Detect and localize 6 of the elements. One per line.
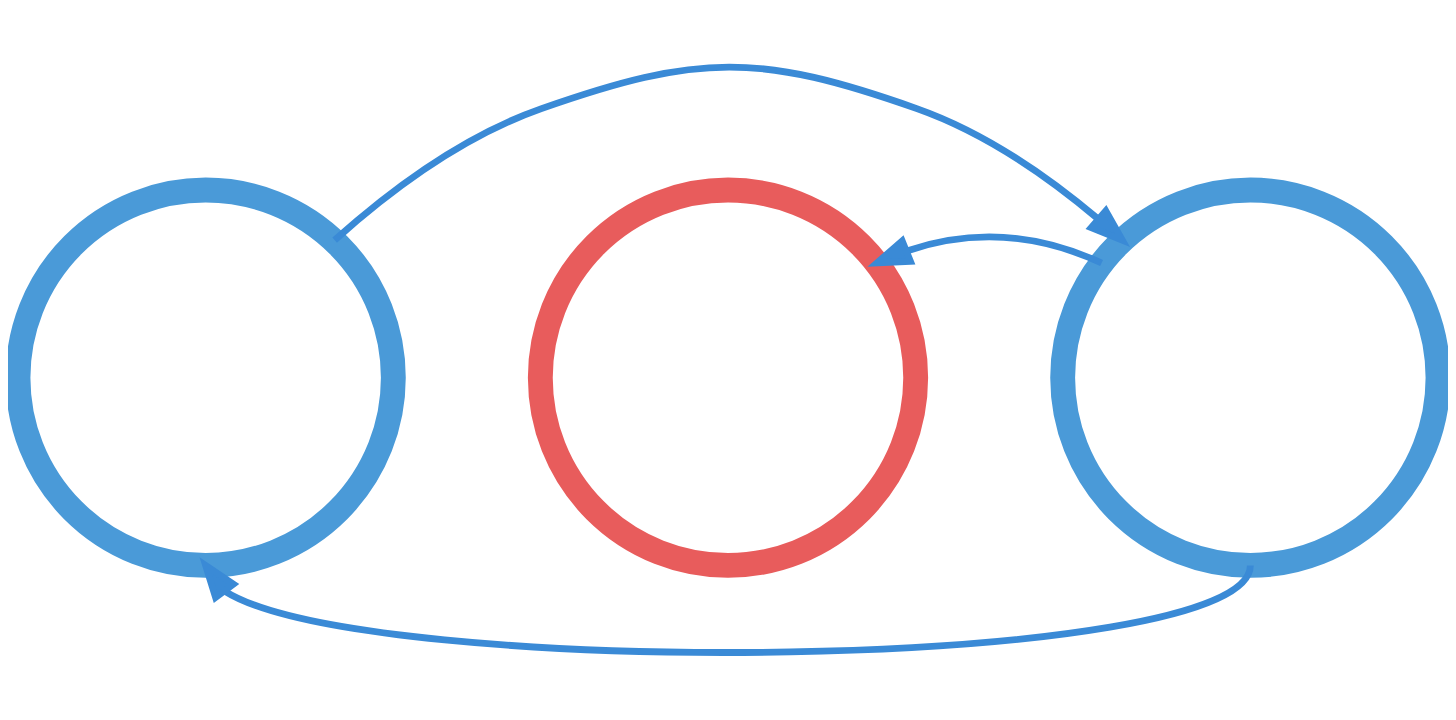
- node-circle: [527, 177, 929, 578]
- arrow: [332, 63, 1131, 247]
- node-circle: [8, 177, 406, 578]
- arrow: [867, 233, 1103, 267]
- arrow: [199, 557, 1254, 656]
- node-circle: [1050, 177, 1448, 578]
